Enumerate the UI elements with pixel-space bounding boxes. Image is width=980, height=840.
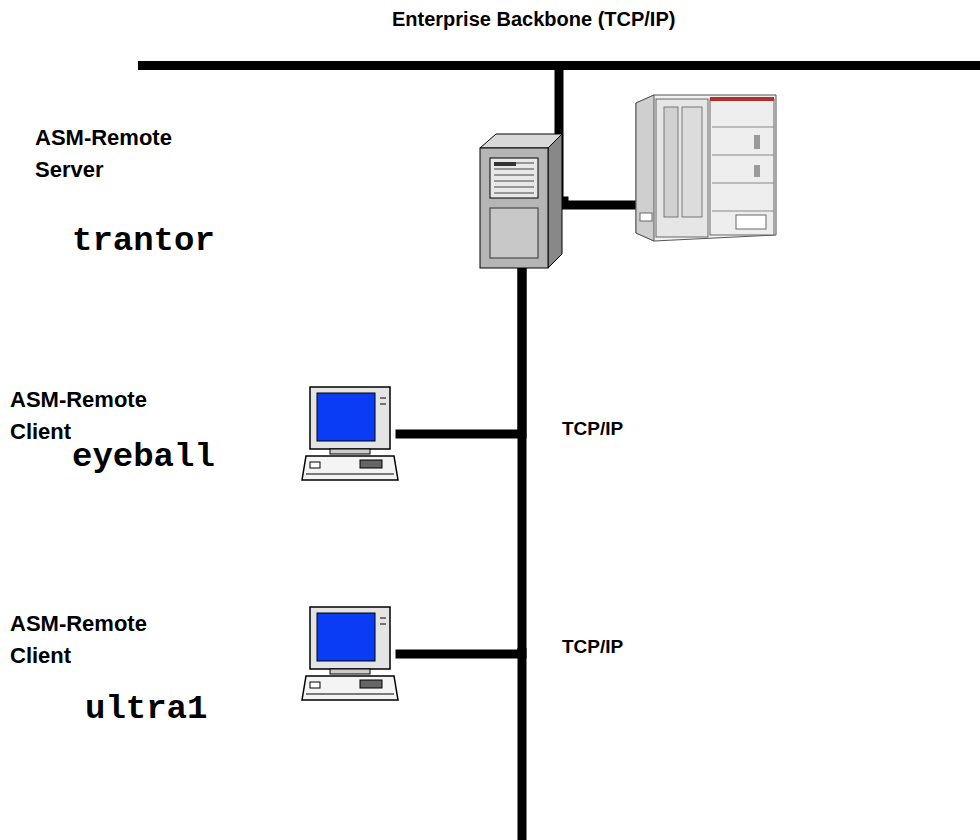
client-node: ASM-Remote Clienteyeball (300, 386, 400, 482)
workstation-icon (300, 386, 400, 482)
server-icon (478, 132, 564, 270)
workstation-icon (300, 606, 400, 702)
link-label: TCP/IP (562, 418, 623, 440)
host-name: trantor (72, 222, 215, 260)
server-node: ASM-Remote Servertrantor (478, 132, 564, 270)
library-cable (560, 201, 640, 210)
network-link (400, 270, 522, 434)
backbone-bus: Enterprise Backbone (TCP/IP) (138, 8, 980, 70)
role-label: ASM-Remote Client (10, 608, 160, 672)
host-name: eyeball (72, 438, 215, 476)
network-link (400, 270, 522, 654)
network-trunk (518, 648, 527, 840)
client-node: ASM-Remote Clientultra1 (300, 606, 400, 702)
link-label: TCP/IP (562, 636, 623, 658)
host-name: ultra1 (85, 690, 207, 728)
role-label: ASM-Remote Server (35, 122, 185, 186)
tape-library (636, 95, 776, 241)
network-title: Enterprise Backbone (TCP/IP) (392, 8, 675, 31)
